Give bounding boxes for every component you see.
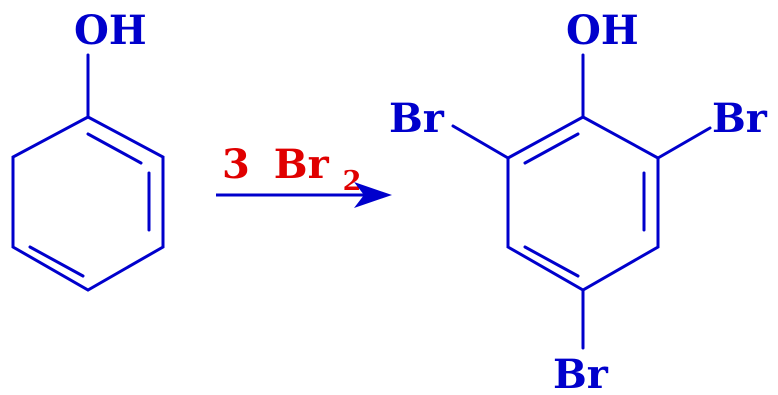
reagent-element: Br bbox=[274, 141, 330, 188]
product-double-bond-1 bbox=[523, 132, 580, 165]
product-tribromophenol: OH Br Br Br bbox=[389, 7, 768, 395]
product-bromo-left-label: Br bbox=[389, 95, 445, 142]
arrow-head bbox=[354, 182, 392, 208]
product-double-bond-3 bbox=[523, 245, 580, 278]
reactant-double-bond-1 bbox=[86, 132, 143, 165]
reactant-benzene-ring bbox=[11, 115, 165, 292]
product-hydroxyl-label: OH bbox=[566, 7, 639, 54]
reagent-coefficient: 3 bbox=[222, 141, 250, 188]
reagent-subscript: 2 bbox=[343, 166, 362, 197]
reactant-phenol: OH bbox=[11, 7, 165, 292]
reagent-label: 3 Br 2 bbox=[222, 141, 361, 197]
product-benzene-ring bbox=[506, 115, 660, 292]
product-bromo-para-label: Br bbox=[553, 351, 609, 395]
reactant-hydroxyl-label: OH bbox=[74, 7, 147, 54]
reaction-arrow: 3 Br 2 bbox=[216, 141, 392, 208]
product-c-br-bond-left bbox=[451, 124, 510, 160]
product-bromo-right-label: Br bbox=[712, 95, 768, 142]
reactant-double-bond-3 bbox=[28, 245, 85, 278]
product-c-br-bond-right bbox=[656, 126, 712, 160]
